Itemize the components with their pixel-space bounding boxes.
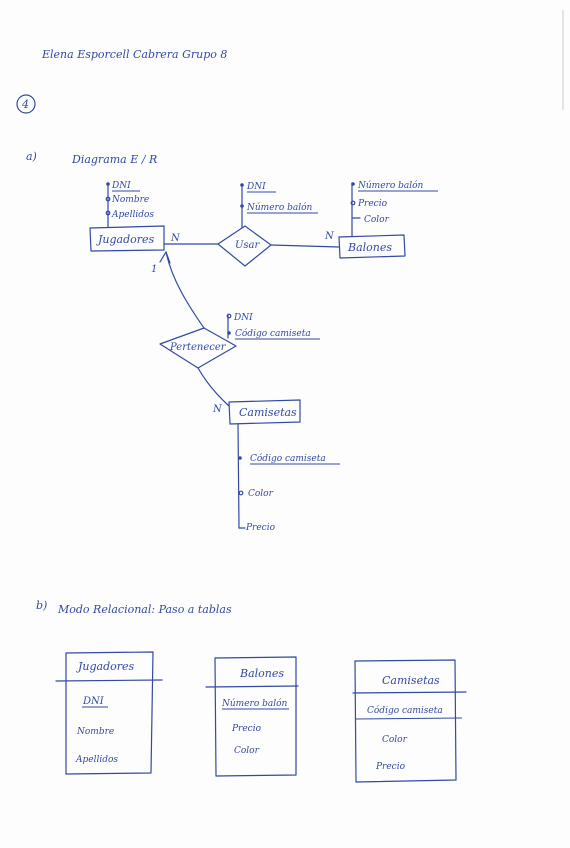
card-jug-pert: 1 — [151, 264, 157, 275]
table-balones-field-2: Color — [234, 746, 260, 756]
link-jugadores-pertenecer — [165, 251, 205, 329]
section-b-title: Modo Relacional: Paso a tablas — [57, 603, 232, 616]
table-camisetas-key: Código camiseta — [367, 705, 443, 716]
entity-balones: Balones Número balón Precio Color — [338, 180, 438, 259]
relation-usar: Usar DNI Número balón — [217, 182, 318, 267]
section-a-label: a) — [26, 150, 37, 163]
relation-pertenecer: Pertenecer DNI Código camiseta — [159, 313, 320, 369]
relation-pertenecer-label: Pertenecer — [169, 342, 227, 353]
camisetas-attr-precio: Precio — [245, 523, 276, 533]
link-pertenecer-camisetas — [197, 367, 230, 407]
balones-attr-color: Color — [364, 215, 390, 225]
table-jugadores-key: DNI — [82, 696, 105, 707]
table-balones: Balones Número balón Precio Color — [205, 656, 299, 777]
section-a-title: Diagrama E / R — [71, 153, 157, 166]
section-b-label: b) — [36, 599, 47, 612]
pertenecer-attr-codigo: Código camiseta — [235, 328, 311, 339]
table-camisetas-name: Camisetas — [382, 674, 440, 687]
table-jugadores-field-1: Nombre — [76, 727, 114, 737]
link-usar-balones — [270, 244, 340, 248]
usar-attr-numero-balon: Número balón — [246, 202, 313, 213]
usar-attr-dni: DNI — [246, 182, 266, 192]
table-jugadores: Jugadores DNI Nombre Apellidos — [55, 651, 163, 775]
camisetas-attr-color: Color — [248, 489, 274, 499]
entity-balones-label: Balones — [347, 241, 392, 254]
relation-usar-label: Usar — [235, 240, 261, 251]
entity-jugadores: Jugadores DNI Nombre Apellidos — [89, 181, 165, 252]
table-jugadores-name: Jugadores — [76, 660, 135, 673]
card-jug-usar: N — [170, 233, 181, 244]
camisetas-attr-codigo: Código camiseta — [250, 453, 326, 464]
balones-attr-precio: Precio — [357, 199, 388, 209]
jugadores-attr-nombre: Nombre — [111, 195, 149, 205]
entity-camisetas: Camisetas Código camiseta Color Precio — [228, 399, 340, 533]
card-usar-bal: N — [324, 231, 335, 242]
table-balones-name: Balones — [239, 667, 284, 680]
table-camisetas: Camisetas Código camiseta Color Precio — [352, 659, 467, 783]
entity-camisetas-label: Camisetas — [239, 406, 297, 419]
exercise-number: 4 — [21, 98, 29, 111]
table-camisetas-field-1: Color — [382, 735, 408, 745]
author-line: Elena Esporcell Cabrera Grupo 8 — [41, 48, 227, 61]
table-camisetas-field-2: Precio — [375, 762, 406, 772]
table-balones-field-1: Precio — [231, 724, 262, 734]
entity-jugadores-label: Jugadores — [96, 233, 155, 246]
arrow-head — [159, 251, 171, 264]
jugadores-attr-apellidos: Apellidos — [111, 210, 154, 220]
card-pert-cam: N — [212, 404, 223, 415]
pertenecer-attr-dni: DNI — [233, 313, 253, 323]
balones-attr-numero: Número balón — [357, 180, 424, 191]
table-balones-key: Número balón — [221, 698, 288, 709]
jugadores-attr-dni: DNI — [111, 181, 131, 191]
table-jugadores-field-2: Apellidos — [75, 755, 118, 765]
exercise-circle — [16, 94, 36, 114]
